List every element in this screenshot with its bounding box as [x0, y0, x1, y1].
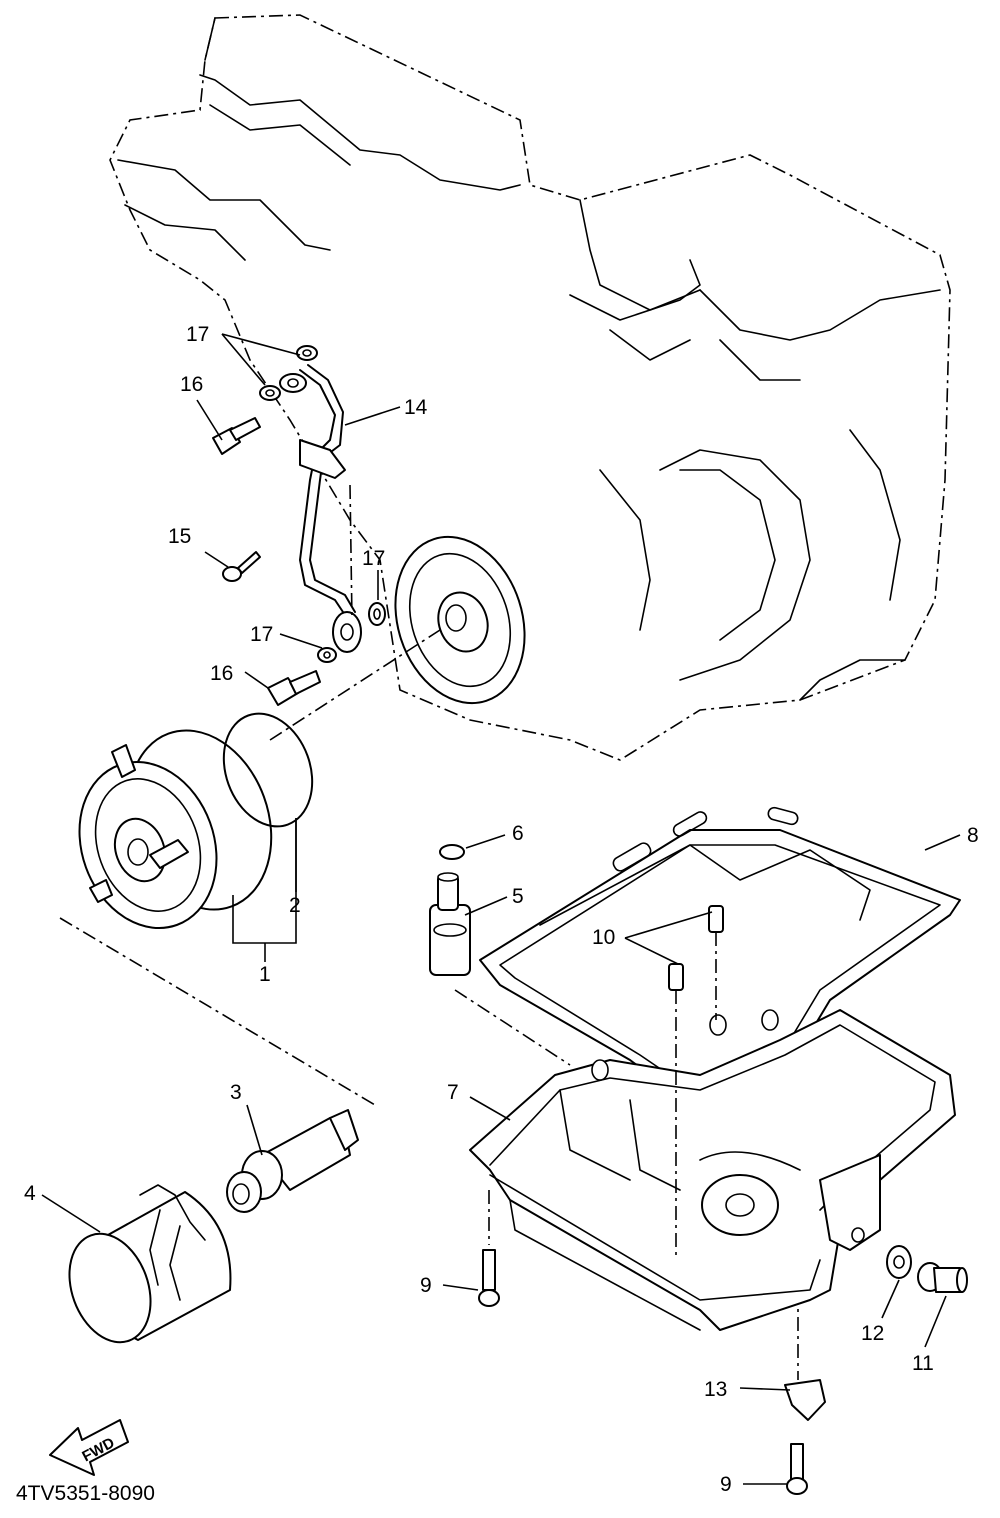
- callout-6: 6: [512, 822, 524, 845]
- washer-17-upper-a: [296, 345, 318, 361]
- callout-10: 10: [592, 926, 615, 949]
- assembly-phantom-lines: [59, 484, 799, 1380]
- bolt-9-lower: [786, 1443, 808, 1495]
- callout-17-right: 17: [362, 547, 385, 570]
- washer-17-left: [317, 647, 337, 663]
- clip-13: [784, 1379, 826, 1421]
- screw-15: [222, 551, 261, 582]
- callout-5: 5: [512, 885, 524, 908]
- o-ring-2: [222, 712, 314, 828]
- callout-8: 8: [967, 824, 979, 847]
- callout-3: 3: [230, 1081, 242, 1104]
- oil-pipe-3: [226, 1109, 359, 1213]
- oil-pipe-14: [279, 364, 362, 653]
- strainer-5: [429, 872, 471, 976]
- leader-lines: [41, 333, 961, 1485]
- callout-17-left: 17: [250, 623, 273, 646]
- callout-labels: 1 2 3 4 5 6 7 8 9 9 10 11 12 13 14 15 16…: [24, 323, 979, 1496]
- callout-12: 12: [861, 1322, 884, 1345]
- callout-13: 13: [704, 1378, 727, 1401]
- banjo-bolt-16-lower: [267, 670, 321, 706]
- callout-16-lower: 16: [210, 662, 233, 685]
- callout-2: 2: [289, 894, 301, 917]
- callout-4: 4: [24, 1182, 36, 1205]
- washer-17-upper-b: [259, 385, 281, 401]
- cooler-mount-flange: [394, 535, 526, 705]
- figure-code: 4TV5351-8090: [16, 1482, 155, 1505]
- washer-17-right: [368, 602, 386, 626]
- callout-7: 7: [447, 1081, 459, 1104]
- drain-plug-11: [917, 1262, 968, 1293]
- callout-16-upper: 16: [180, 373, 203, 396]
- callout-1: 1: [259, 963, 271, 986]
- callout-9-upper: 9: [420, 1274, 432, 1297]
- callout-14: 14: [404, 396, 428, 419]
- dowel-pins-10: [668, 905, 724, 1260]
- o-ring-6: [439, 844, 465, 860]
- oil-pan-7: [469, 1009, 956, 1331]
- callout-17-upper: 17: [186, 323, 209, 346]
- bolt-9-upper: [478, 1249, 500, 1307]
- washer-12: [886, 1245, 912, 1279]
- oil-filter-4: [68, 1184, 232, 1344]
- callout-11: 11: [912, 1352, 934, 1375]
- banjo-bolt-16-upper: [212, 417, 261, 455]
- engine-block-outline: [109, 14, 951, 761]
- callout-15: 15: [168, 525, 191, 548]
- callout-9-lower: 9: [720, 1473, 732, 1496]
- oil-cooler-1: [78, 729, 273, 930]
- fwd-arrow-icon: FWD: [49, 1419, 129, 1476]
